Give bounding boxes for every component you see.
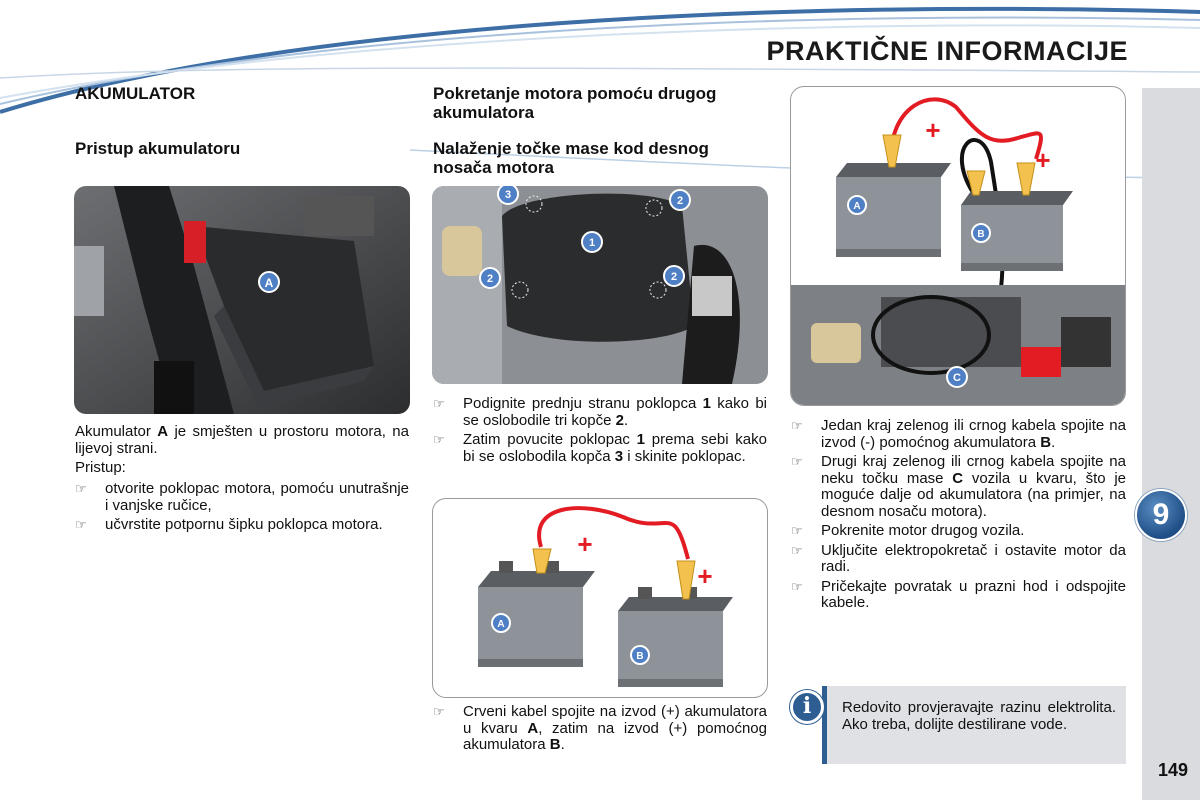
plus-sign: + (925, 115, 940, 145)
callout-3-label: 3 (505, 189, 511, 201)
callout-2-label: 2 (671, 271, 677, 283)
subheading-pristup: Pristup akumulatoru (75, 139, 241, 158)
section-heading-pokretanje: Pokretanje motora pomoću drugog akumulat… (433, 84, 717, 122)
list-item: ☞Zatim povucite poklopac 1 prema sebi ka… (433, 431, 767, 465)
list-item: ☞učvrstite potpornu šipku poklopca motor… (75, 516, 383, 533)
list-item: ☞Crveni kabel spojite na izvod (+) akumu… (433, 703, 767, 753)
list-item: ☞otvorite poklopac motora, pomoću unutra… (75, 480, 409, 514)
engine-cover-photo: 1 2 2 2 3 (432, 186, 768, 384)
battery-a-label: A (853, 201, 860, 212)
list-item: ☞Jedan kraj zelenog ili crnog kabela spo… (791, 417, 1126, 451)
callout-1-label: 1 (589, 237, 595, 249)
info-box (822, 686, 1126, 764)
plus-sign: + (1035, 145, 1050, 175)
list-item: ☞Uključite elektropokretač i ostavite mo… (791, 541, 1126, 575)
battery-b-label: B (977, 229, 984, 240)
callout-a-marker (258, 271, 280, 293)
subheading-tocka-mase: Nalaženje točke mase kod desnog nosača m… (433, 139, 709, 177)
jump-start-diagram: A B + + C (790, 86, 1126, 406)
page-number: 149 (1157, 760, 1188, 780)
callout-2-label: 2 (487, 273, 493, 285)
info-text: Redovito provjeravajte razinu elektrolit… (842, 699, 1116, 733)
battery-location-photo: A (74, 186, 410, 414)
list-item: ☞Pričekajte povratak u prazni hod i odsp… (791, 577, 1126, 611)
chapter-badge: 9 (1135, 489, 1187, 541)
cover-removal-steps: ☞Podignite prednju stranu poklopca 1 kak… (433, 395, 767, 468)
pristup-label: Pristup: (75, 459, 126, 476)
list-item: ☞Podignite prednju stranu poklopca 1 kak… (433, 395, 767, 429)
list-item: ☞Drugi kraj zelenog ili crnog kabela spo… (791, 453, 1127, 520)
plus-sign: + (577, 529, 592, 559)
battery-a-label: A (497, 619, 504, 630)
chapter-side-tab (1142, 88, 1200, 800)
akumulator-location-text: Akumulator A je smješten u prostoru moto… (75, 423, 409, 457)
page-title: PRAKTIČNE INFORMACIJE (766, 36, 1128, 66)
red-cable-diagram: A B + + (432, 498, 768, 698)
plus-sign: + (697, 561, 712, 591)
callout-2-label: 2 (677, 195, 683, 207)
section-heading-akumulator: AKUMULATOR (75, 84, 196, 103)
pristup-steps: ☞otvorite poklopac motora, pomoću unutra… (75, 480, 409, 537)
red-cable-step: ☞Crveni kabel spojite na izvod (+) akumu… (433, 703, 767, 757)
list-item: ☞Pokrenite motor drugog vozila. (791, 522, 1025, 539)
info-icon: i (790, 690, 824, 724)
battery-b-label: B (636, 651, 643, 662)
ground-c-label: C (953, 372, 961, 384)
callout-a-label: A (265, 276, 274, 290)
jump-start-steps: ☞Jedan kraj zelenog ili crnog kabela spo… (791, 417, 1127, 615)
